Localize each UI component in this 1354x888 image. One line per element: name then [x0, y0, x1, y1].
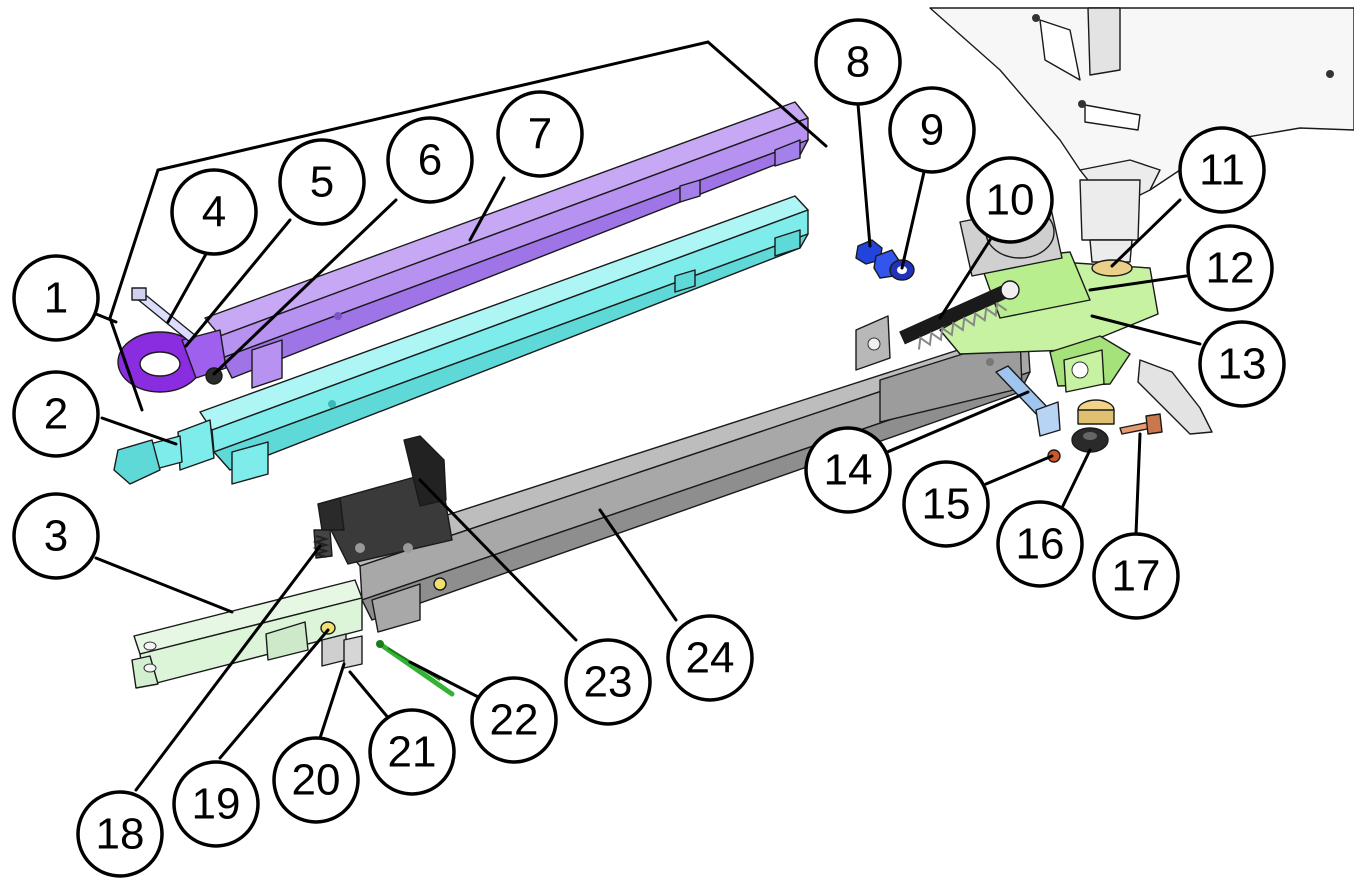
callout-number: 21 — [388, 728, 437, 777]
callout-22: 22 — [470, 676, 558, 764]
callout-number: 13 — [1218, 340, 1267, 389]
leader-13 — [1090, 314, 1202, 346]
small-parts-19-21 — [320, 577, 447, 669]
callout-number: 3 — [44, 512, 68, 561]
hitch-bracket — [313, 435, 453, 565]
callout-1: 1 — [12, 254, 100, 342]
callout-9: 9 — [888, 86, 976, 174]
spring-10 — [899, 280, 1020, 350]
callout-number: 4 — [202, 188, 226, 237]
callout-number: 18 — [96, 810, 145, 859]
callout-number: 24 — [686, 634, 735, 683]
leader-21 — [348, 670, 392, 722]
cyan-drawbar — [113, 195, 809, 485]
leader-22 — [408, 660, 486, 702]
ring-eye — [117, 329, 227, 393]
callout-number: 14 — [824, 446, 873, 495]
nut-washer-8-9 — [855, 239, 915, 281]
bolt-17 — [1119, 413, 1163, 435]
leader-10 — [938, 238, 992, 320]
leader-11 — [1110, 198, 1182, 268]
callout-11: 11 — [1178, 126, 1266, 214]
leader-12 — [1088, 274, 1188, 292]
callout-16: 16 — [996, 500, 1084, 588]
callout-number: 16 — [1016, 520, 1065, 569]
callout-13: 13 — [1198, 320, 1286, 408]
callout-2: 2 — [12, 370, 100, 458]
leader-8 — [856, 102, 872, 248]
callout-7: 7 — [496, 90, 584, 178]
callout-number: 6 — [418, 136, 442, 185]
leader-5 — [184, 218, 292, 348]
callout-20: 20 — [272, 736, 360, 824]
callout-number: 19 — [192, 780, 241, 829]
callout-15: 15 — [902, 460, 990, 548]
callout-number: 5 — [310, 158, 334, 207]
leader-23 — [418, 478, 578, 642]
callout-number: 1 — [44, 274, 68, 323]
leader-9 — [900, 170, 926, 270]
callout-number: 23 — [584, 658, 633, 707]
clevis-bar — [131, 579, 363, 689]
callout-17: 17 — [1092, 532, 1180, 620]
leader-15 — [984, 454, 1054, 486]
callout-number: 2 — [44, 390, 68, 439]
callout-number: 9 — [920, 106, 944, 155]
callout-4: 4 — [170, 168, 258, 256]
callout-6: 6 — [386, 116, 474, 204]
callout-3: 3 — [12, 492, 100, 580]
callout-19: 19 — [172, 760, 260, 848]
bushing-16 — [1071, 399, 1115, 453]
leader-lines — [94, 40, 1202, 792]
leader-1-arrow — [94, 312, 118, 324]
leader-1 — [108, 40, 828, 412]
leader-20 — [318, 662, 346, 740]
callout-24: 24 — [666, 614, 754, 702]
callout-number: 22 — [490, 696, 539, 745]
leader-6 — [212, 198, 398, 376]
spring-clip-22 — [376, 640, 455, 697]
callout-number: 11 — [1199, 146, 1245, 195]
callout-21: 21 — [368, 708, 456, 796]
callout-number: 12 — [1206, 244, 1255, 293]
callout-number: 10 — [986, 176, 1035, 225]
leader-16 — [1058, 448, 1092, 514]
leader-4 — [166, 252, 208, 324]
leader-17 — [1134, 432, 1142, 536]
nut-15 — [1047, 449, 1061, 463]
callout-number: 15 — [922, 480, 971, 529]
callout-number: 7 — [528, 110, 552, 159]
callout-12: 12 — [1186, 224, 1274, 312]
leader-14 — [876, 390, 1030, 458]
leader-18 — [134, 544, 322, 792]
pin-14 — [995, 365, 1061, 437]
leader-19 — [218, 628, 330, 760]
callout-8: 8 — [814, 18, 902, 106]
callouts: 1 2 3 4 5 6 7 8 9 10 11 12 13 14 15 16 1… — [12, 18, 1286, 878]
leader-7 — [468, 176, 506, 242]
callout-14: 14 — [804, 426, 892, 514]
leader-3 — [94, 556, 234, 614]
leader-24 — [598, 508, 678, 622]
callout-18: 18 — [76, 790, 164, 878]
callout-number: 20 — [292, 756, 341, 805]
callout-10: 10 — [966, 156, 1054, 244]
callout-23: 23 — [564, 638, 652, 726]
callout-number: 17 — [1112, 552, 1161, 601]
leader-2 — [100, 416, 178, 446]
callout-5: 5 — [278, 138, 366, 226]
callout-number: 8 — [846, 38, 870, 87]
purple-drawbar — [204, 101, 809, 389]
